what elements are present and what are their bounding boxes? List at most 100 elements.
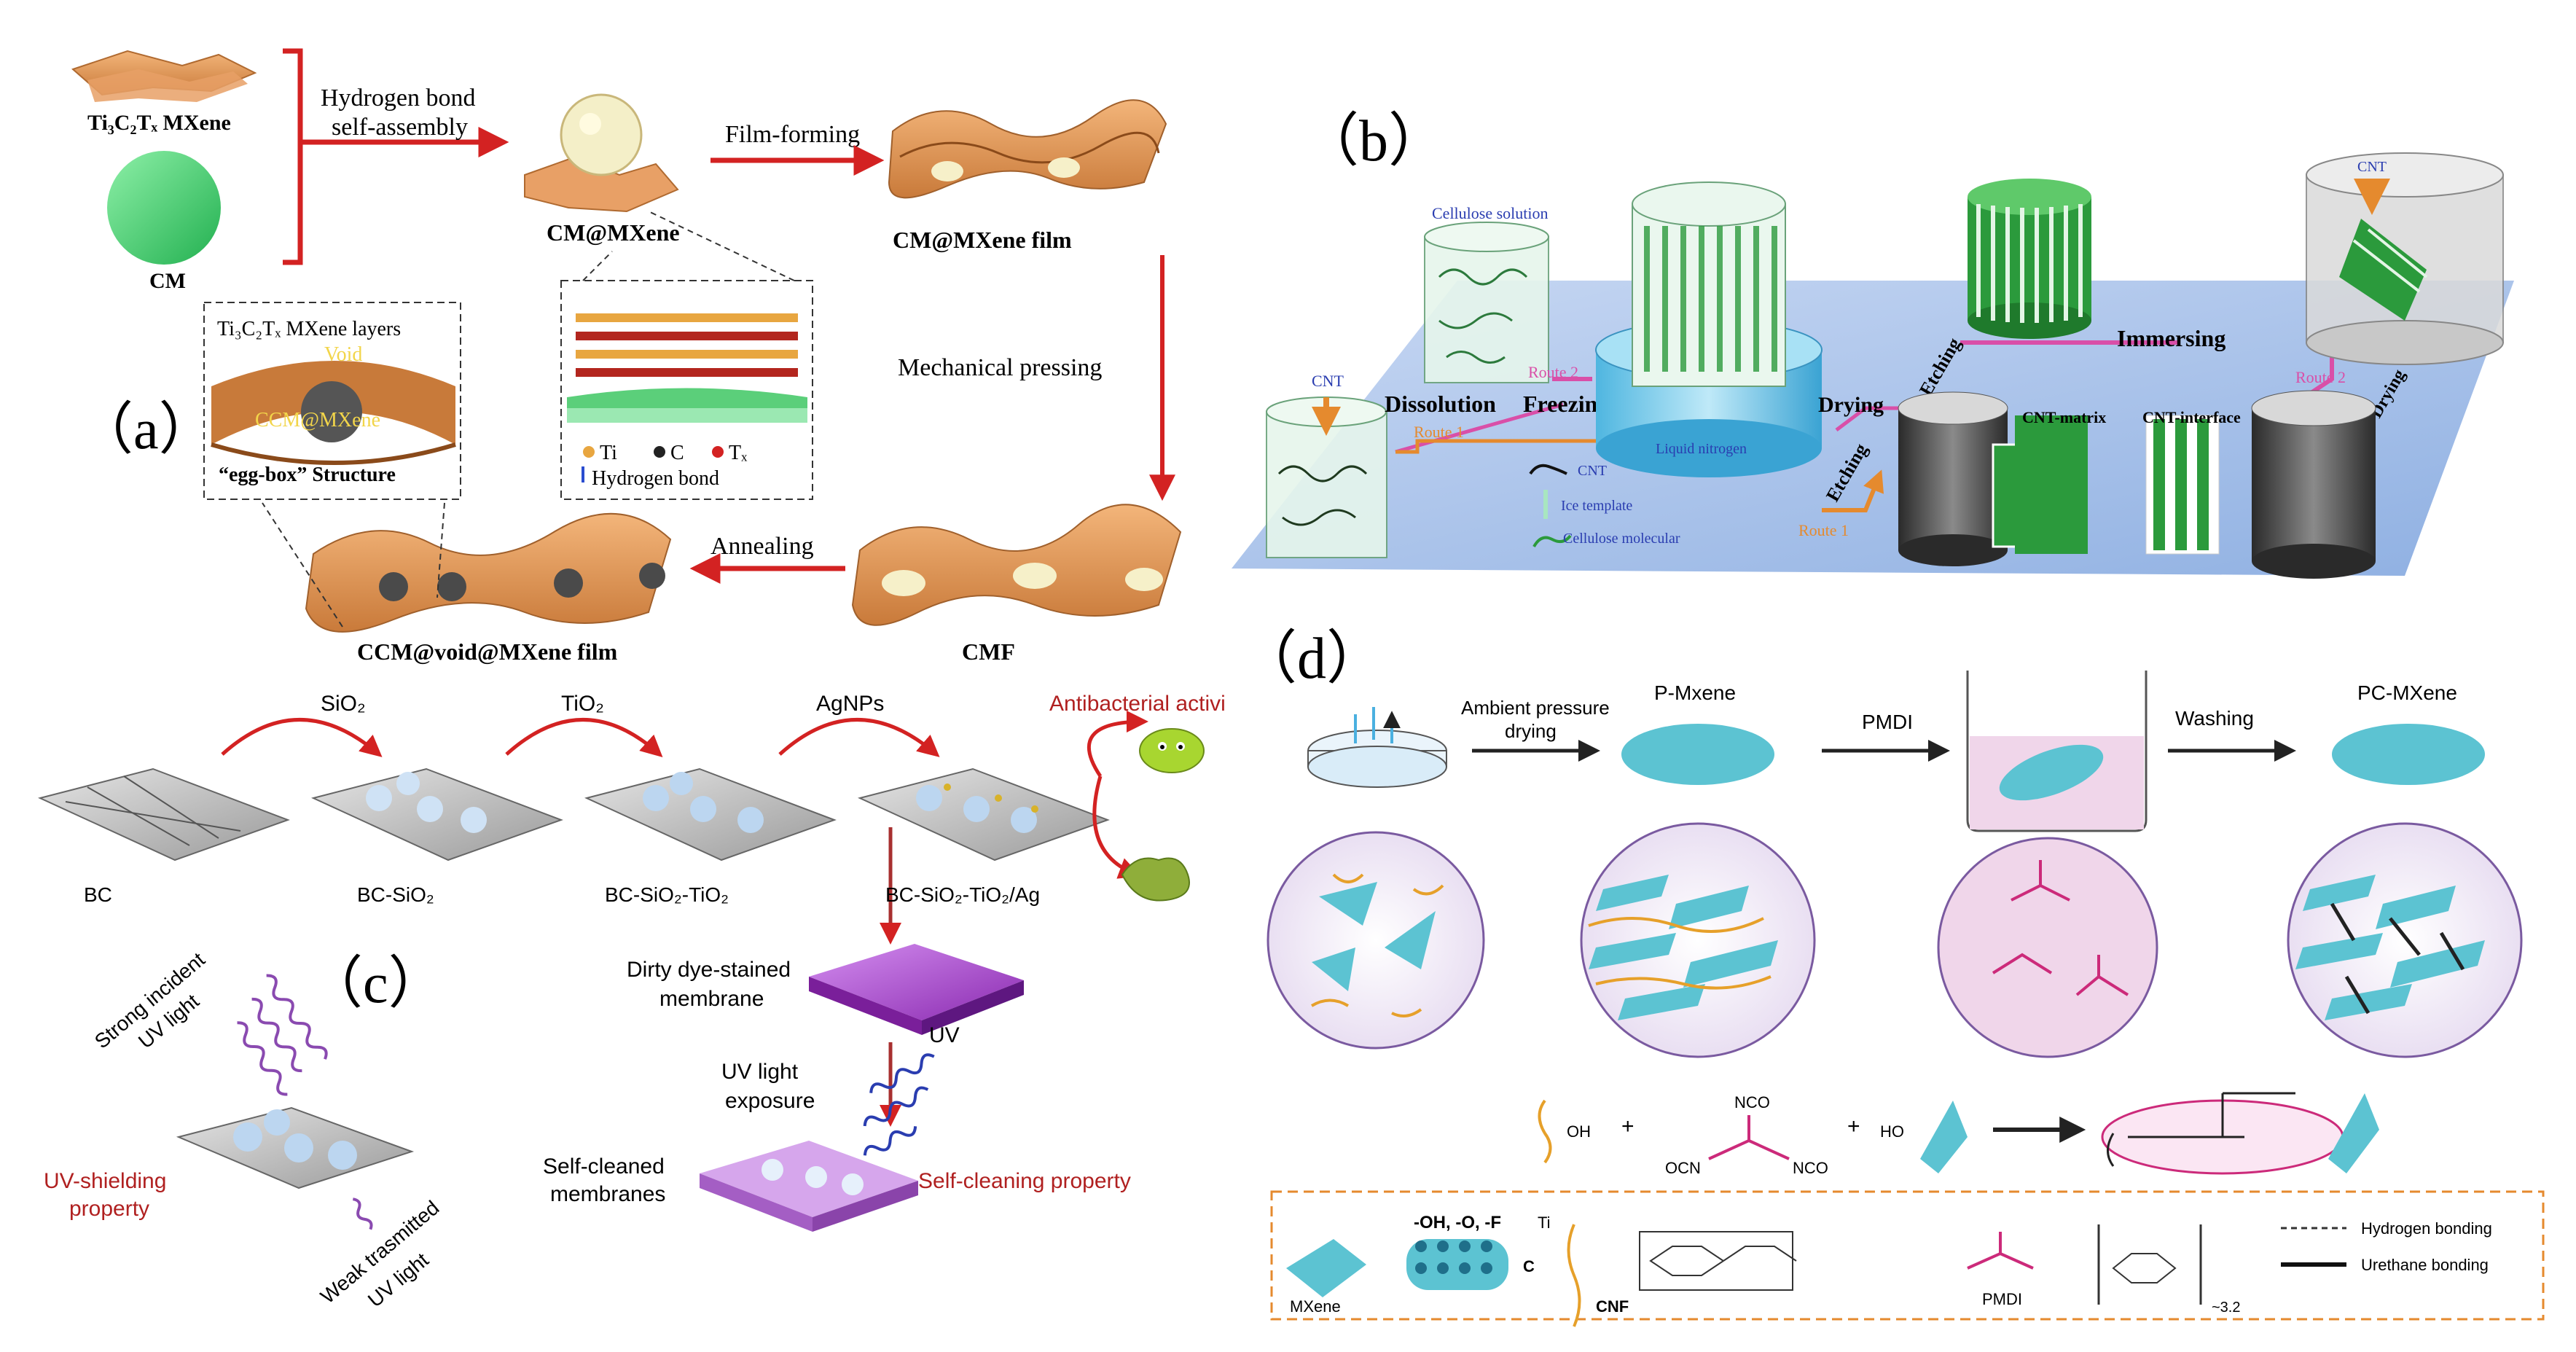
- washing-label: Washing: [2175, 707, 2254, 730]
- legend-hbond-label: Hydrogen bond: [592, 467, 719, 490]
- cnt-left-label: CNT: [1312, 372, 1344, 390]
- zoom-circle-4: [2287, 822, 2523, 1058]
- bc-sio2-tio2-ag-label: BC-SiO₂-TiO₂/Ag: [885, 883, 1040, 906]
- cnt-top-label: CNT: [2357, 159, 2387, 175]
- self-cleaned-label-2: membranes: [550, 1182, 665, 1206]
- cnt-interface-cylinder-icon: [2145, 390, 2376, 579]
- tio2-label: TiO₂: [561, 692, 604, 716]
- legend-groups-label: -OH, -O, -F: [1414, 1213, 1501, 1232]
- zoom-circle-2: [1580, 822, 1816, 1058]
- zoom-circle-3: [1937, 837, 2158, 1058]
- self-cleaned-label-1: Self-cleaned: [543, 1154, 665, 1179]
- film-forming-label: Film-forming: [725, 121, 860, 148]
- cm-mxene-film-label: CM@MXene film: [893, 227, 1072, 253]
- cnt-beaker-icon: [1266, 396, 1387, 558]
- cm-mxene-film-icon: [888, 99, 1167, 199]
- petri-dish-icon: [1307, 707, 1447, 788]
- uv-shield-membrane-icon: [176, 1106, 415, 1189]
- ambient-label-1: Ambient pressure: [1461, 697, 1610, 719]
- legend-pmdi-label: PMDI: [1982, 1290, 2022, 1308]
- antibacterial-label: Antibacterial activi: [1049, 692, 1226, 716]
- panel-c-label: （c）: [306, 951, 445, 1015]
- panel-a: Ti₃C₂Tₓ MXene CM Hydrogen bond self-asse…: [71, 48, 1182, 665]
- panel-b: （b） Cellulose solution CNT Route 2 Route…: [1232, 109, 2514, 579]
- agnps-label: AgNPs: [816, 692, 884, 716]
- p-mxene-label: P-Mxene: [1654, 681, 1736, 704]
- ho-label: HO: [1880, 1122, 1904, 1141]
- cnt-matrix-cylinder-icon: [1898, 391, 2088, 566]
- cmf-film-icon: [851, 504, 1182, 626]
- legend-cnf-label: CNF: [1596, 1297, 1629, 1316]
- nco-right-label: NCO: [1793, 1159, 1828, 1177]
- legend-box: [1270, 1190, 2545, 1327]
- legend-hbond-label-d: Hydrogen bonding: [2361, 1219, 2492, 1238]
- cmf-label: CMF: [962, 638, 1015, 665]
- pc-mxene-label: PC-MXene: [2357, 681, 2457, 704]
- cm-mxene-particle-icon: [524, 93, 679, 213]
- uv-exp-label-1: UV light: [721, 1060, 799, 1084]
- dirty-label-2: membrane: [659, 987, 764, 1011]
- nco-top-label: NCO: [1734, 1093, 1770, 1111]
- panel-b-label: （b）: [1301, 109, 1446, 173]
- ccm-film-icon: [305, 512, 672, 633]
- route2-b-label: Route 2: [2295, 368, 2346, 386]
- panel-d-label: （d）: [1239, 627, 1385, 691]
- cm-sphere-icon: [107, 151, 221, 265]
- bacteria-icon: [1139, 728, 1205, 773]
- legend-ti-label-d: Ti: [1538, 1214, 1551, 1232]
- hbond-line2: self-assembly: [332, 114, 468, 141]
- route1-b-label: Route 1: [1798, 521, 1849, 539]
- dissolution-label: Dissolution: [1385, 391, 1496, 417]
- beaker-icon: [1966, 671, 2148, 832]
- legend-urethane-label: Urethane bonding: [2361, 1256, 2489, 1274]
- membrane-bc-sio2-icon: [311, 767, 563, 861]
- bc-label: BC: [84, 883, 112, 906]
- legend-c-label: C: [670, 442, 684, 464]
- inset-ccm-label: CCM@MXene: [255, 409, 380, 431]
- panel-d: （d） Ambient pressure drying P-Mxene PMDI…: [1239, 627, 2545, 1327]
- panel-c: SiO₂ TiO₂ AgNPs Antibacterial activi BC …: [38, 692, 1226, 1312]
- oh-label: OH: [1567, 1122, 1591, 1141]
- legend-mxene-label: MXene: [1290, 1297, 1341, 1316]
- legend-cellulose-label: Cellulose molecular: [1563, 531, 1680, 547]
- inset-layers-label: Ti₃C₂Tₓ MXene layers: [217, 318, 401, 340]
- bc-sio2-label: BC-SiO₂: [357, 883, 434, 906]
- uv-wave-icon: [863, 1053, 935, 1156]
- uv-shield-label-2: property: [69, 1197, 149, 1221]
- inset-void-label: Void: [324, 343, 362, 366]
- dead-bacteria-icon: [1121, 857, 1190, 902]
- cnt-matrix-label: CNT-matrix: [2022, 408, 2106, 426]
- cellulose-solution-label: Cellulose solution: [1432, 204, 1549, 222]
- dirty-label-1: Dirty dye-stained: [627, 958, 791, 982]
- legend-cnt-label: CNT: [1578, 463, 1607, 479]
- bracket: [283, 48, 503, 265]
- liquid-nitrogen-label: Liquid nitrogen: [1656, 441, 1747, 457]
- legend-ice-label: Ice template: [1561, 498, 1632, 514]
- plus1-label: +: [1621, 1114, 1635, 1138]
- mxene-flakes-icon: [71, 50, 257, 102]
- panel-a-label: （a）: [77, 397, 216, 461]
- layer-inset: [560, 211, 813, 500]
- immersing-label: Immersing: [2117, 325, 2225, 351]
- membrane-bc-sio2-tio2-ag-icon: [858, 767, 1110, 861]
- p-mxene-sheet-icon: [1621, 724, 1774, 785]
- membrane-bc-sio2-tio2-icon: [584, 767, 837, 861]
- cm-label: CM: [149, 269, 186, 293]
- pc-mxene-sheet-icon: [2332, 724, 2485, 785]
- mech-pressing-label: Mechanical pressing: [898, 354, 1102, 381]
- dirty-membrane-icon: [809, 944, 1024, 1035]
- uv-shield-label-1: UV-shielding: [44, 1169, 166, 1193]
- legend-c-label-d: C: [1523, 1257, 1535, 1275]
- plus2-label: +: [1847, 1114, 1860, 1138]
- cellulose-beaker-icon: [1424, 222, 1549, 383]
- ocn-label: OCN: [1665, 1159, 1701, 1177]
- pmdi-arrow-label: PMDI: [1862, 711, 1913, 733]
- mxene-layers-icon: [1406, 1239, 1508, 1290]
- drying-label: Drying: [1818, 393, 1884, 417]
- legend-ti-label: Ti: [600, 442, 617, 464]
- uv-exp-label-2: exposure: [725, 1089, 815, 1113]
- legend-tx-label: Tₓ: [729, 442, 748, 464]
- legend-subscript-label: ~3.2: [2212, 1300, 2240, 1316]
- egg-box-label: “egg-box” Structure: [219, 464, 396, 486]
- freezing-label: Freezing: [1523, 391, 1609, 417]
